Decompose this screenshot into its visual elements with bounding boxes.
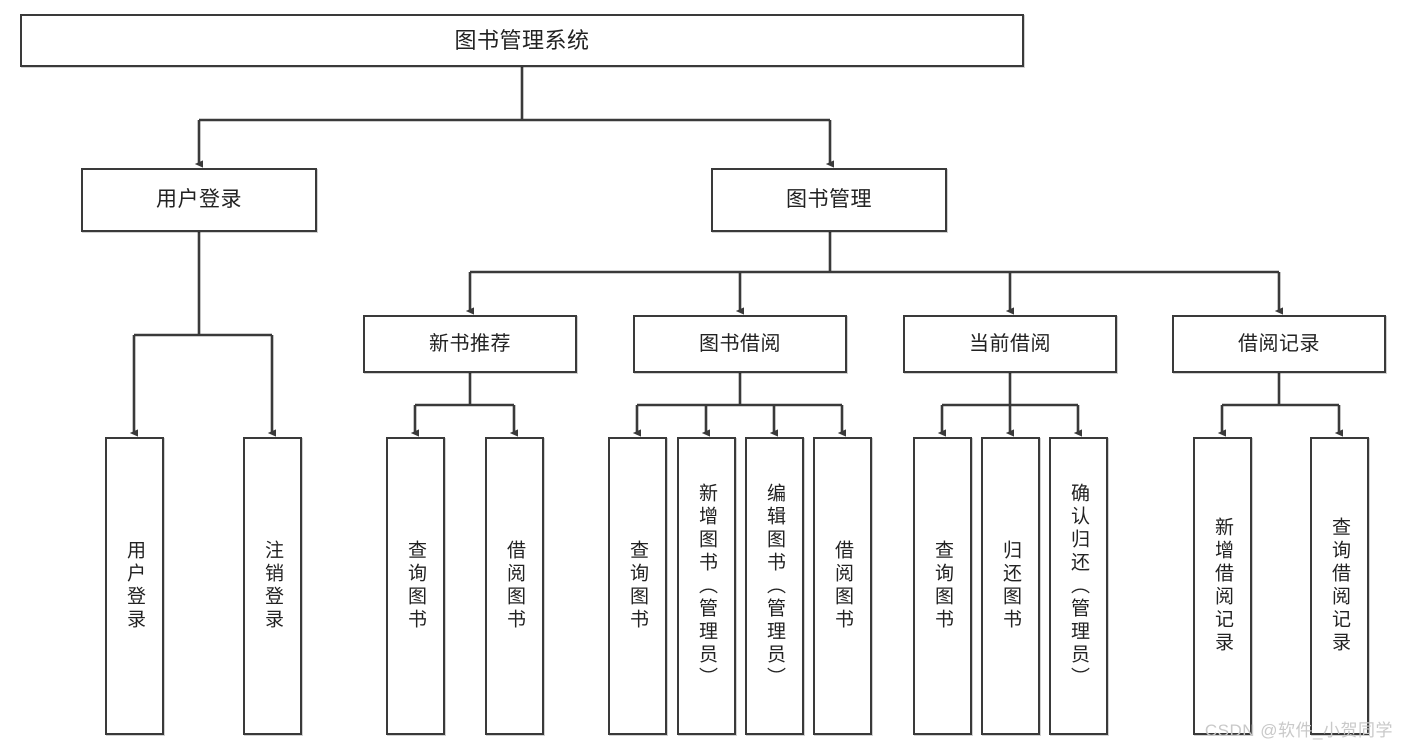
node-label: 图书管理系统 [454, 27, 590, 53]
leaf-borrow-record-query-record[interactable]: 查询借阅记录 [1310, 437, 1369, 735]
node-label: 借阅记录 [1238, 332, 1320, 355]
leaf-user-login-signin[interactable]: 用户登录 [105, 437, 164, 735]
leaf-label: 新增图书（管理员） [696, 482, 717, 690]
leaf-label: 查询图书 [627, 540, 648, 632]
node-root-book-management-system[interactable]: 图书管理系统 [20, 14, 1024, 67]
leaf-book-borrow-add-book-admin[interactable]: 新增图书（管理员） [677, 437, 736, 735]
leaf-borrow-record-add-record[interactable]: 新增借阅记录 [1193, 437, 1252, 735]
leaf-label: 归还图书 [1000, 540, 1021, 632]
leaf-label: 新增借阅记录 [1212, 517, 1233, 655]
node-borrowing-records[interactable]: 借阅记录 [1172, 315, 1386, 373]
leaf-current-borrow-confirm-return-admin[interactable]: 确认归还（管理员） [1049, 437, 1108, 735]
leaf-label: 确认归还（管理员） [1068, 482, 1089, 690]
node-label: 当前借阅 [969, 332, 1051, 355]
node-new-book-recommendation[interactable]: 新书推荐 [363, 315, 577, 373]
leaf-new-book-borrow-books[interactable]: 借阅图书 [485, 437, 544, 735]
leaf-book-borrow-query-books[interactable]: 查询图书 [608, 437, 667, 735]
node-current-borrowing[interactable]: 当前借阅 [903, 315, 1117, 373]
node-label: 图书管理 [786, 187, 872, 211]
leaf-label: 借阅图书 [504, 540, 525, 632]
leaf-new-book-query-books[interactable]: 查询图书 [386, 437, 445, 735]
node-user-login[interactable]: 用户登录 [81, 168, 317, 232]
leaf-label: 查询借阅记录 [1329, 517, 1350, 655]
leaf-label: 查询图书 [932, 540, 953, 632]
leaf-label: 查询图书 [405, 540, 426, 632]
node-book-management[interactable]: 图书管理 [711, 168, 947, 232]
leaf-current-borrow-return-books[interactable]: 归还图书 [981, 437, 1040, 735]
csdn-watermark: CSDN @软件_小贺同学 [1204, 721, 1393, 740]
leaf-current-borrow-query-books[interactable]: 查询图书 [913, 437, 972, 735]
node-label: 用户登录 [156, 187, 242, 211]
leaf-book-borrow-borrow-books[interactable]: 借阅图书 [813, 437, 872, 735]
leaf-book-borrow-edit-book-admin[interactable]: 编辑图书（管理员） [745, 437, 804, 735]
node-book-borrowing[interactable]: 图书借阅 [633, 315, 847, 373]
leaf-user-login-signout[interactable]: 注销登录 [243, 437, 302, 735]
node-label: 图书借阅 [699, 332, 781, 355]
leaf-label: 用户登录 [124, 540, 145, 632]
node-label: 新书推荐 [429, 332, 511, 355]
leaf-label: 编辑图书（管理员） [764, 482, 785, 690]
leaf-label: 借阅图书 [832, 540, 853, 632]
leaf-label: 注销登录 [262, 540, 283, 632]
